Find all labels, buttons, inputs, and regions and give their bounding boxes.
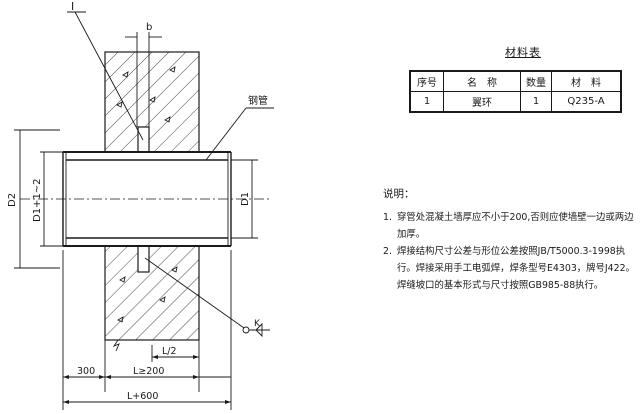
diameter-dimensions: D2 D1+1~2 D1 [7, 129, 258, 269]
note-item: 2. 焊接结构尺寸公差与形位公差按照JB/T5000.3-1998执行。焊接采用… [383, 243, 638, 294]
notes-title: 说明： [383, 188, 415, 200]
gap-dimension: b I [67, 0, 162, 141]
table-row: 1 翼环 1 Q235-A [409, 91, 622, 113]
dim-d2: D2 [7, 193, 18, 207]
notes-section: 说明： 1. 穿管处混凝土墙厚应不小于200,否则应使墙壁一边或两边加厚。 2.… [383, 186, 638, 294]
dim-l-min: L≥200 [133, 366, 164, 377]
steel-pipe [20, 151, 270, 247]
detail-marker: I [71, 0, 74, 13]
wall-lower [104, 245, 200, 352]
table-header-row: 序号 名 称 数量 材 料 [409, 70, 622, 92]
note-number: 2. [383, 246, 392, 257]
pipe-leader: 钢管 [205, 94, 274, 161]
dim-d1-offset: D1+1~2 [32, 178, 43, 222]
note-item: 1. 穿管处混凝土墙厚应不小于200,否则应使墙壁一边或两边加厚。 [383, 209, 638, 243]
cell-index: 1 [409, 91, 444, 113]
header-material: 材 料 [551, 70, 622, 92]
note-number: 1. [383, 212, 392, 223]
dim-300: 300 [77, 366, 95, 377]
steel-pipe-label: 钢管 [248, 94, 268, 107]
materials-table-title: 材料表 [505, 46, 541, 59]
note-text: 穿管处混凝土墙厚应不小于200,否则应使墙壁一边或两边加厚。 [397, 212, 634, 240]
length-dimensions: L/2 300 L≥200 L+600 [62, 250, 232, 410]
gap-label: b [146, 22, 152, 33]
header-index: 序号 [409, 70, 444, 92]
dim-l-half: L/2 [162, 346, 177, 357]
dim-total: L+600 [127, 391, 158, 402]
weld-leader: K [144, 257, 270, 338]
dim-d1: D1 [240, 192, 251, 206]
header-quantity: 数量 [520, 70, 552, 92]
cell-quantity: 1 [520, 91, 552, 113]
cell-material: Q235-A [551, 91, 622, 113]
wall-upper [104, 51, 200, 154]
header-name: 名 称 [443, 70, 521, 92]
materials-table: 序号 名 称 数量 材 料 1 翼环 1 Q235-A [409, 70, 622, 113]
note-text: 焊接结构尺寸公差与形位公差按照JB/T5000.3-1998执行。焊接采用手工电… [397, 246, 635, 291]
cell-name: 翼环 [443, 91, 521, 113]
weld-symbol: K [254, 319, 261, 329]
